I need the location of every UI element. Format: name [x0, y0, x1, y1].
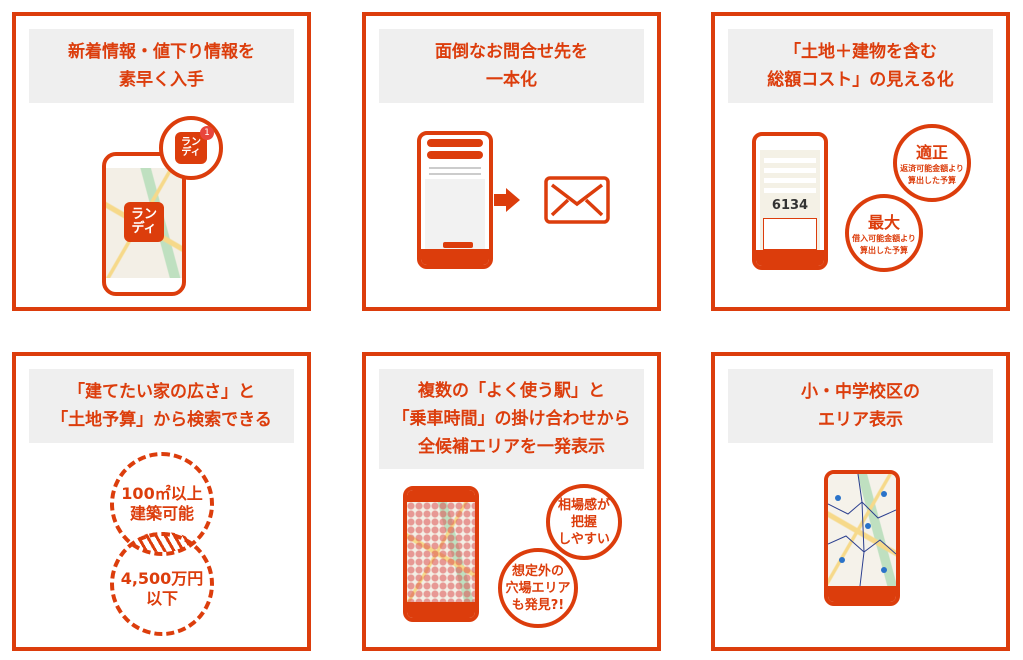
logo-text: ディ	[181, 147, 201, 158]
form-button	[427, 151, 483, 159]
card-title: 「建てたい家の広さ」と「土地予算」から検索できる	[29, 369, 294, 443]
cost-panel: 6134	[760, 150, 820, 254]
envelope-icon	[544, 176, 610, 224]
notification-badge: 1	[200, 126, 214, 140]
title-line: 素早く入手	[119, 70, 204, 90]
bubble-text: しやすい	[558, 531, 610, 547]
title-line: 一本化	[486, 70, 537, 90]
phone-cost: 6134	[752, 132, 828, 270]
arrow-right-icon	[506, 188, 520, 212]
title-line: 総額コスト」の見える化	[767, 70, 954, 90]
bubble-maximum: 最大借入可能金額より算出した予算	[845, 194, 923, 272]
text-line	[429, 167, 481, 169]
bubble-text: 把握	[570, 514, 597, 530]
form-button	[427, 139, 483, 147]
search-header	[407, 490, 475, 502]
feature-card-school-district: 小・中学校区のエリア表示	[711, 352, 1010, 651]
card-title: 小・中学校区のエリア表示	[728, 369, 993, 443]
bubble-text: 4,500万円	[120, 569, 204, 588]
title-line: 面倒なお問合せ先を	[435, 42, 588, 62]
title-line: 「建てたい家の広さ」と	[68, 382, 255, 402]
budget-box	[763, 218, 817, 250]
feature-card-station-search: 複数の「よく使う駅」と「乗車時間」の掛け合わせから全候補エリアを一発表示 相場感…	[362, 352, 661, 651]
tab-bar	[756, 250, 824, 266]
card-title: 面倒なお問合せ先を一本化	[379, 29, 644, 103]
card-title: 複数の「よく使う駅」と「乗車時間」の掛け合わせから全候補エリアを一発表示	[379, 369, 644, 469]
card-title: 「土地＋建物を含む総額コスト」の見える化	[728, 29, 993, 103]
bubble-text: 100㎡以上	[121, 484, 203, 503]
tab-bar	[828, 586, 896, 602]
title-line: 「土地＋建物を含む	[784, 42, 937, 62]
tab-bar	[421, 249, 489, 265]
bubble-market-sense: 相場感が把握しやすい	[546, 484, 622, 560]
overlap-hatch	[136, 532, 190, 552]
bubble-text: 返済可能金額より	[900, 164, 964, 173]
phone-station-map	[403, 486, 479, 622]
title-line: エリア表示	[818, 410, 903, 430]
cost-row	[764, 178, 816, 183]
phone-inquiry-form	[417, 131, 493, 269]
phone-illustration: ランディ	[102, 152, 186, 296]
arrow-shaft	[494, 194, 508, 206]
feature-card-inquiry: 面倒なお問合せ先を一本化	[362, 12, 661, 311]
feature-card-new-info: 新着情報・値下り情報を素早く入手 ランディ ランディ 1	[12, 12, 311, 311]
form-area	[425, 179, 485, 251]
feature-card-size-budget: 「建てたい家の広さ」と「土地予算」から検索できる 100㎡以上建築可能 4,50…	[12, 352, 311, 651]
cost-row	[764, 158, 816, 163]
bubble-head: 最大	[867, 213, 900, 232]
bubble-text: 算出した予算	[860, 246, 908, 255]
title-line: 小・中学校区の	[801, 382, 920, 402]
school-district-lines	[828, 474, 896, 586]
bubble-text: 穴場エリア	[505, 580, 571, 596]
bubble-text: 以下	[145, 589, 178, 608]
logo-text: ディ	[131, 221, 157, 236]
cost-row	[764, 168, 816, 173]
cost-row	[764, 188, 816, 193]
submit-button	[443, 242, 473, 248]
title-line: 新着情報・値下り情報を	[68, 42, 255, 62]
total-cost-value: 6134	[771, 198, 809, 213]
text-line	[429, 173, 481, 175]
bubble-text: 借入可能金額より	[852, 234, 916, 243]
bubble-text: 建築可能	[129, 504, 194, 523]
bubble-text: 想定外の	[511, 563, 564, 579]
title-line: 全候補エリアを一発表示	[418, 437, 605, 457]
card-title: 新着情報・値下り情報を素早く入手	[29, 29, 294, 103]
phone-school-map	[824, 470, 900, 606]
bubble-hidden-area: 想定外の穴場エリアも発見?!	[498, 548, 578, 628]
notification-bubble: ランディ	[159, 116, 223, 180]
tab-bar	[407, 602, 475, 618]
feature-card-total-cost: 「土地＋建物を含む総額コスト」の見える化 6134 適正返済可能金額より算出した…	[711, 12, 1010, 311]
bubble-head: 適正	[915, 143, 948, 162]
title-line: 複数の「よく使う駅」と	[418, 381, 605, 401]
title-line: 「乗車時間」の掛け合わせから	[392, 409, 631, 429]
logo-text: ラン	[130, 207, 157, 223]
bubble-appropriate: 適正返済可能金額より算出した予算	[893, 124, 971, 202]
app-logo: ランディ	[124, 202, 164, 242]
bubble-text: も発見?!	[511, 597, 565, 613]
station-area-overlay	[407, 502, 475, 602]
bubble-text: 算出した予算	[908, 176, 956, 185]
title-line: 「土地予算」から検索できる	[51, 410, 272, 430]
bubble-text: 相場感が	[557, 497, 610, 513]
logo-text: ラン	[181, 136, 201, 148]
